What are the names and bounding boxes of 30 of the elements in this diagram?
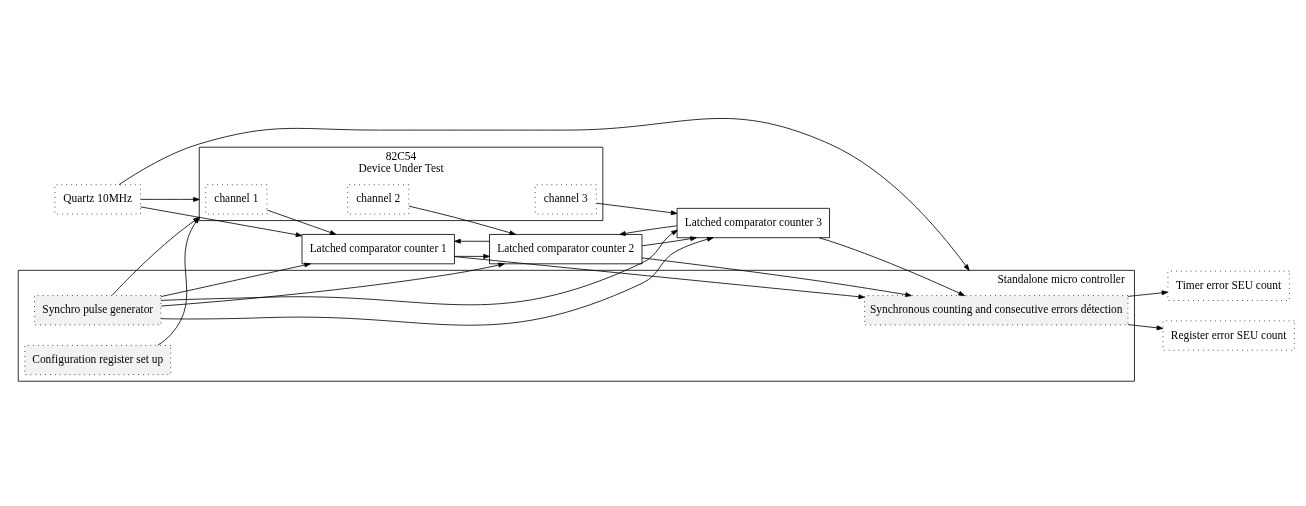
arrow — [160, 236, 714, 326]
arrow — [641, 236, 697, 247]
node-box: Synchro pulse generator — [34, 295, 162, 326]
node-box: channel 1 — [205, 184, 268, 215]
arrow — [140, 206, 303, 237]
node-box: Synchronous counting and consecutive errors détection — [864, 295, 1129, 326]
node-box: Timer error SEU count — [1167, 270, 1290, 301]
node-box: Latched comparator counter 2 — [489, 234, 643, 265]
arrow — [454, 238, 490, 244]
node-box: Latched comparator counter 1 — [301, 234, 455, 265]
arrow — [454, 256, 865, 300]
node-box: Configuration register set up — [24, 344, 172, 376]
arrow — [1127, 290, 1169, 297]
node-box: channel 3 — [534, 184, 597, 215]
arrow — [266, 209, 337, 235]
arrow — [118, 118, 970, 271]
arrow — [818, 237, 965, 296]
node-box: Register error SEU count — [1162, 320, 1295, 351]
node-box: channel 2 — [347, 184, 410, 215]
arrow — [160, 262, 311, 297]
arrow — [140, 197, 200, 202]
arrow — [160, 262, 505, 307]
arrow — [160, 229, 678, 306]
arrow — [408, 205, 516, 236]
arrow — [596, 202, 678, 216]
arrow — [641, 257, 912, 297]
node-box: Quartz 10MHz — [54, 184, 141, 215]
arrow — [619, 225, 678, 236]
arrow — [1127, 324, 1164, 331]
node-box: Latched comparator counter 3 — [676, 207, 830, 239]
